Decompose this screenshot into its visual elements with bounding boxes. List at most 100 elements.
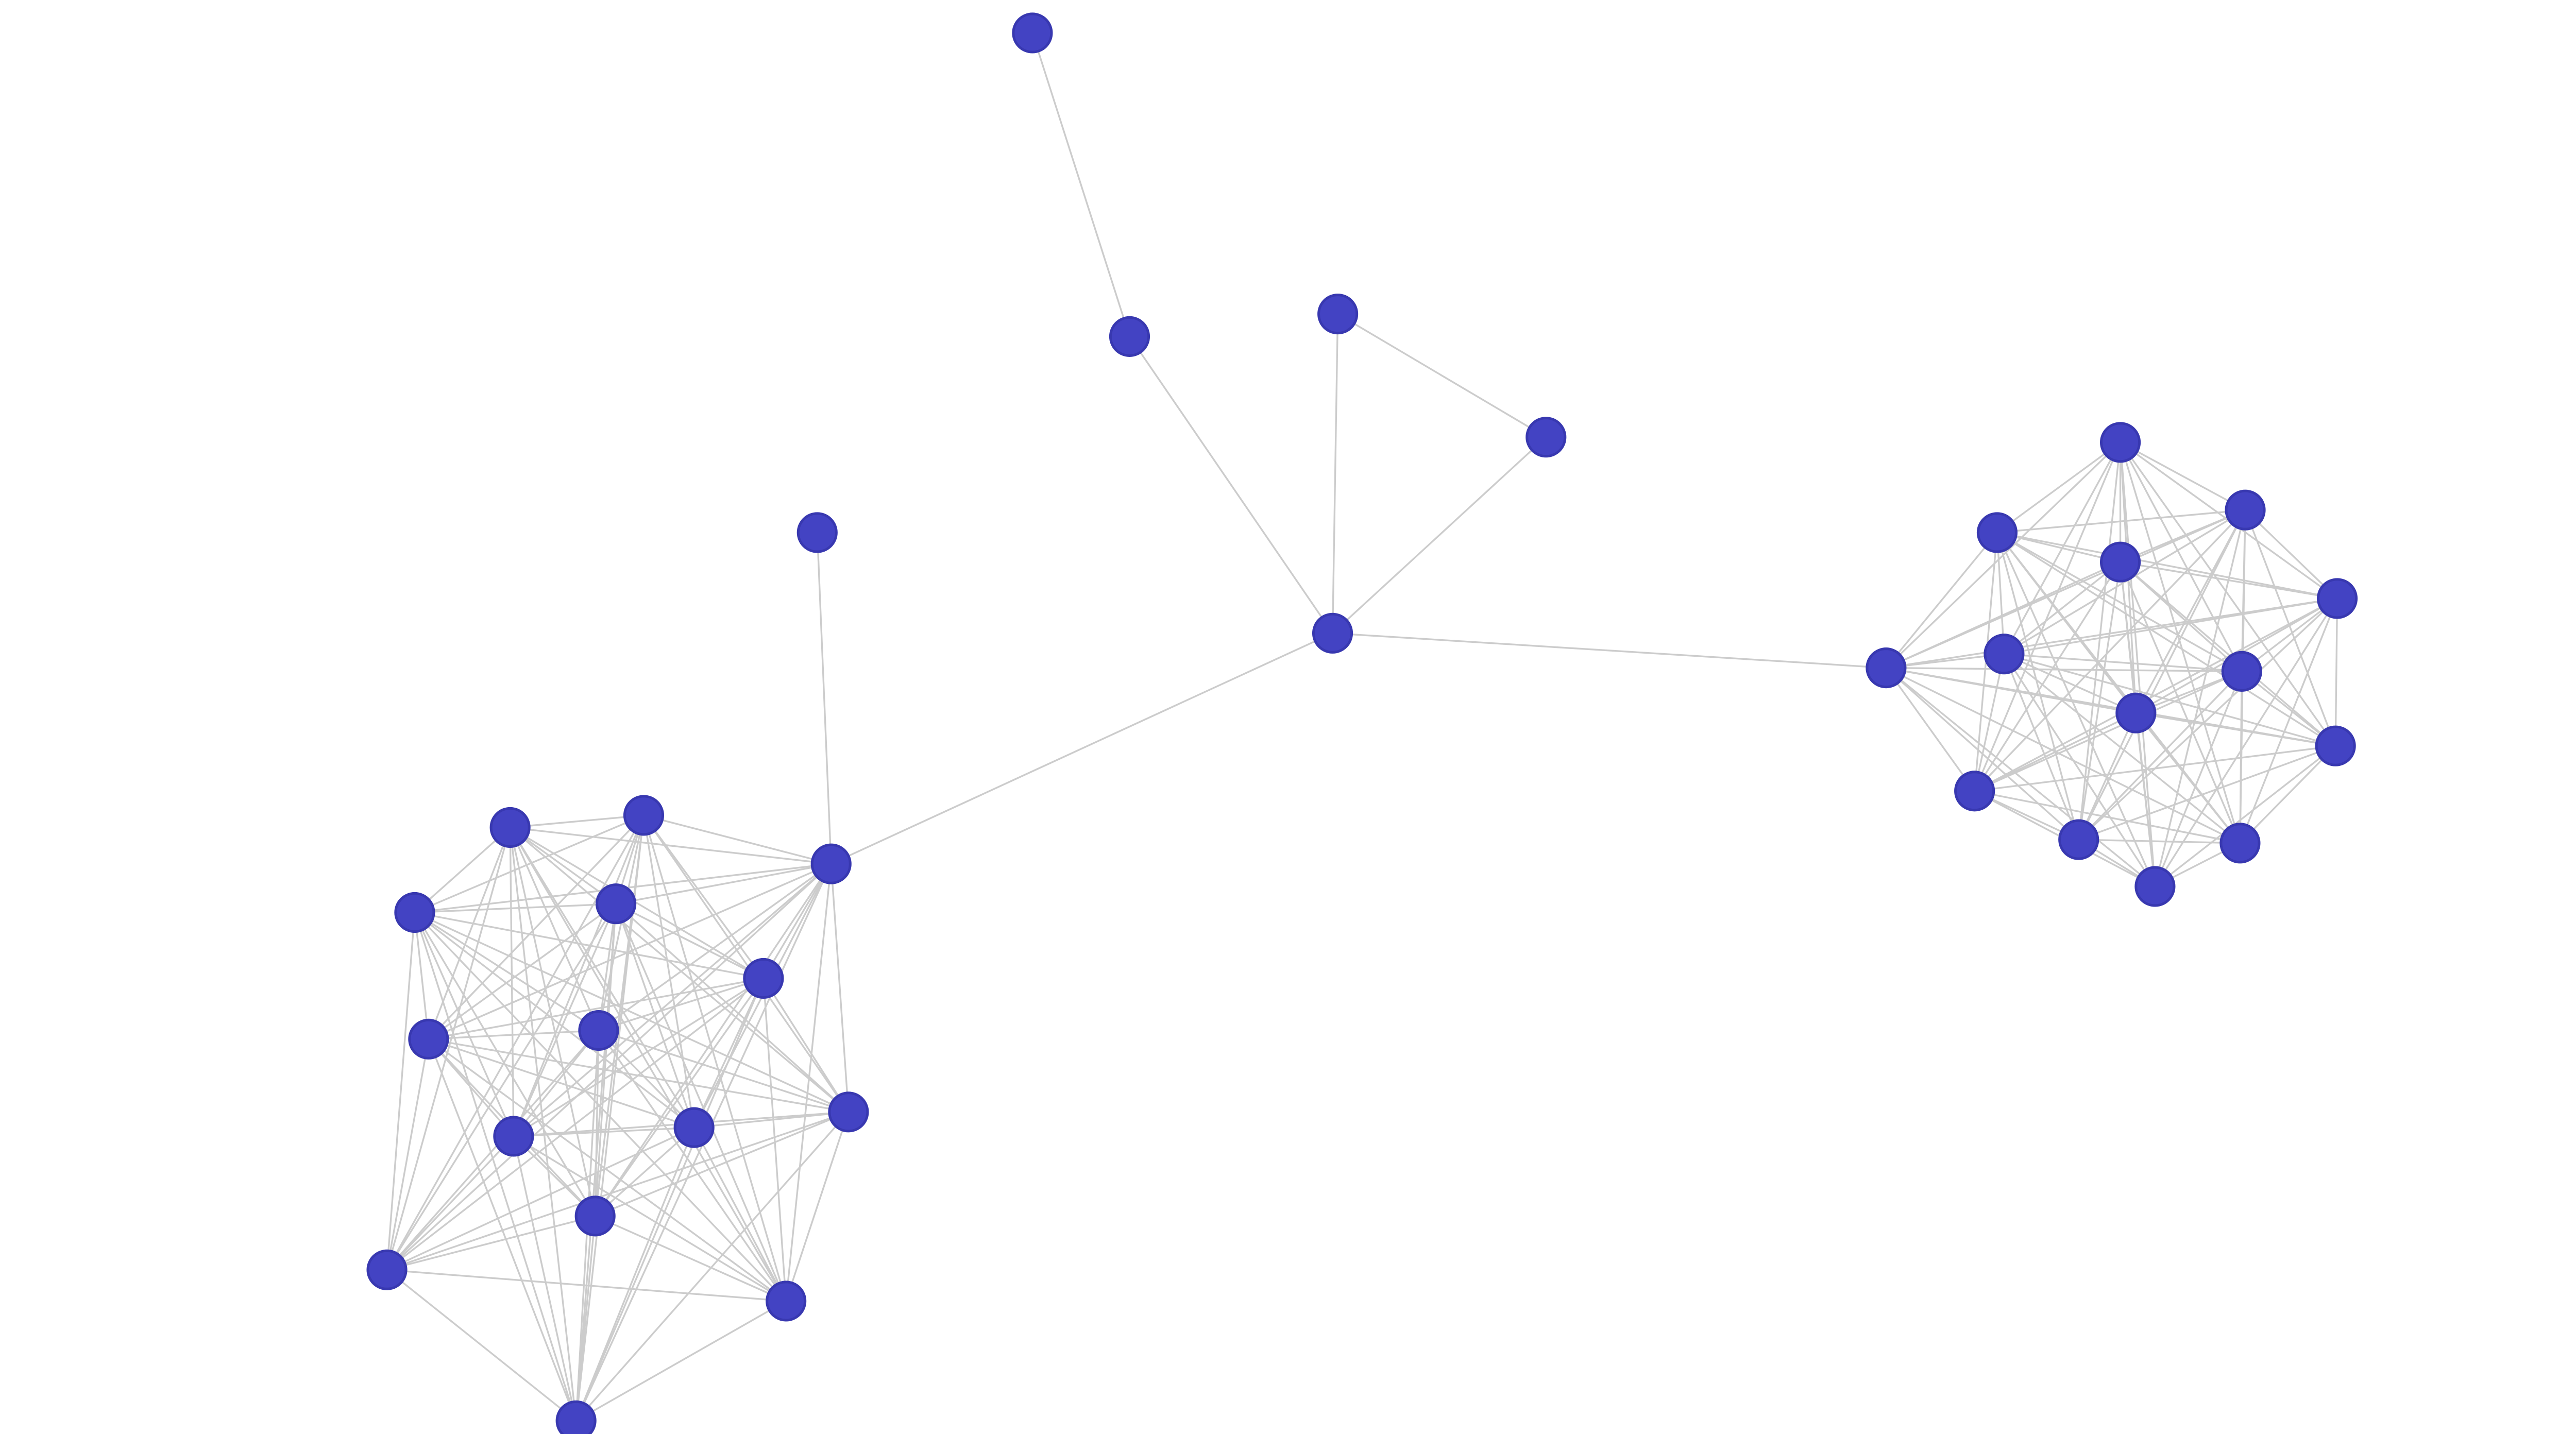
edge-9-13 <box>386 1111 850 1271</box>
edge-21-28 <box>2239 598 2338 844</box>
edge-25-27 <box>2078 745 2336 841</box>
edge-18-24 <box>2135 509 2246 714</box>
edge-8-9 <box>598 1029 850 1113</box>
edge-25-28 <box>2239 745 2336 844</box>
edge-1-12 <box>594 863 832 1217</box>
edge-20-26 <box>1973 561 2122 792</box>
edge-16-28 <box>1885 667 2241 844</box>
edge-1-8 <box>598 863 832 1032</box>
edge-20-25 <box>2119 561 2336 747</box>
edge-22-28 <box>2003 653 2241 844</box>
edge-24-28 <box>2135 712 2241 844</box>
edge-6-14 <box>762 977 787 1302</box>
edge-1-6 <box>762 863 832 980</box>
edge-12-14 <box>594 1215 787 1302</box>
graph-node-20 <box>2099 541 2141 583</box>
edge-13-15 <box>386 1269 577 1422</box>
edge-2-11 <box>642 814 695 1129</box>
graph-node-2 <box>623 795 665 836</box>
edge-17-23 <box>2119 441 2243 673</box>
graph-node-24 <box>2115 692 2157 733</box>
edge-4-15 <box>414 911 577 1422</box>
edge-25-26 <box>1973 745 2336 792</box>
edge-27-28 <box>2078 839 2241 844</box>
edge-24-26 <box>1973 712 2137 792</box>
graph-node-6 <box>743 958 784 999</box>
edge-1-7 <box>428 863 832 1040</box>
graph-node-9 <box>828 1091 869 1133</box>
edge-5-11 <box>615 902 695 1129</box>
edge-4-11 <box>414 911 695 1129</box>
edge-8-10 <box>513 1029 600 1137</box>
edge-20-27 <box>2078 561 2122 841</box>
graph-node-8 <box>578 1010 619 1051</box>
graph-node-33 <box>1526 417 1567 458</box>
edge-3-10 <box>509 826 515 1137</box>
edge-3-7 <box>428 826 511 1040</box>
edge-1-5 <box>615 863 832 905</box>
edge-7-9 <box>428 1038 850 1113</box>
graph-node-5 <box>596 883 637 925</box>
edge-2-6 <box>642 814 765 980</box>
edge-9-12 <box>594 1111 850 1217</box>
edge-6-11 <box>693 977 765 1129</box>
edge-5-10 <box>513 902 617 1137</box>
edge-14-15 <box>575 1300 787 1422</box>
edge-10-11 <box>513 1126 695 1137</box>
edge-7-8 <box>428 1029 600 1040</box>
edge-23-26 <box>1973 670 2243 792</box>
edge-6-7 <box>428 977 765 1040</box>
graph-node-25 <box>2315 725 2356 766</box>
edge-17-27 <box>2078 441 2122 841</box>
edge-23-27 <box>2078 670 2243 841</box>
edge-21-27 <box>2078 598 2338 841</box>
graph-node-18 <box>2225 489 2266 531</box>
edge-11-13 <box>386 1126 695 1271</box>
graph-node-15 <box>555 1400 597 1434</box>
edge-0-31 <box>1128 335 1334 634</box>
edge-3-15 <box>509 826 577 1422</box>
edge-12-15 <box>575 1215 596 1422</box>
edge-33-0 <box>1331 436 1547 634</box>
edge-6-8 <box>598 977 765 1032</box>
edge-37-1 <box>816 532 832 865</box>
graph-node-13 <box>366 1249 408 1290</box>
graph-node-32 <box>1317 294 1359 335</box>
edge-16-19 <box>1885 532 1998 669</box>
edge-3-4 <box>414 826 511 914</box>
graph-node-11 <box>673 1107 715 1148</box>
edge-25-29 <box>2154 745 2336 887</box>
edge-16-21 <box>1885 598 2338 669</box>
edge-22-26 <box>1973 653 2005 792</box>
edge-17-18 <box>2119 441 2246 511</box>
edge-6-9 <box>762 977 850 1113</box>
edges-layer <box>386 32 2338 1422</box>
edge-19-20 <box>1996 532 2122 563</box>
edge-1-2 <box>642 814 832 865</box>
graph-node-14 <box>766 1281 807 1322</box>
edge-21-22 <box>2003 598 2338 655</box>
edge-5-8 <box>598 902 617 1032</box>
edge-10-15 <box>513 1135 577 1422</box>
edge-20-22 <box>2003 561 2122 655</box>
edge-18-27 <box>2078 509 2246 841</box>
edge-8-13 <box>386 1029 600 1271</box>
edge-7-14 <box>428 1038 787 1302</box>
graph-node-31 <box>1109 316 1150 357</box>
edge-10-13 <box>386 1135 515 1271</box>
edge-2-10 <box>513 814 645 1137</box>
edge-4-10 <box>414 911 515 1137</box>
graph-node-19 <box>1976 512 2018 553</box>
graph-node-34 <box>1012 12 1053 54</box>
edge-4-5 <box>414 902 617 914</box>
edge-6-10 <box>513 977 765 1137</box>
graph-node-12 <box>574 1196 616 1237</box>
edge-9-11 <box>693 1111 850 1129</box>
edge-3-5 <box>509 826 617 905</box>
edge-18-26 <box>1973 509 2246 792</box>
edge-7-13 <box>386 1038 430 1271</box>
graph-node-0 <box>1312 612 1353 654</box>
edge-23-29 <box>2154 670 2243 887</box>
edge-13-14 <box>386 1269 787 1302</box>
